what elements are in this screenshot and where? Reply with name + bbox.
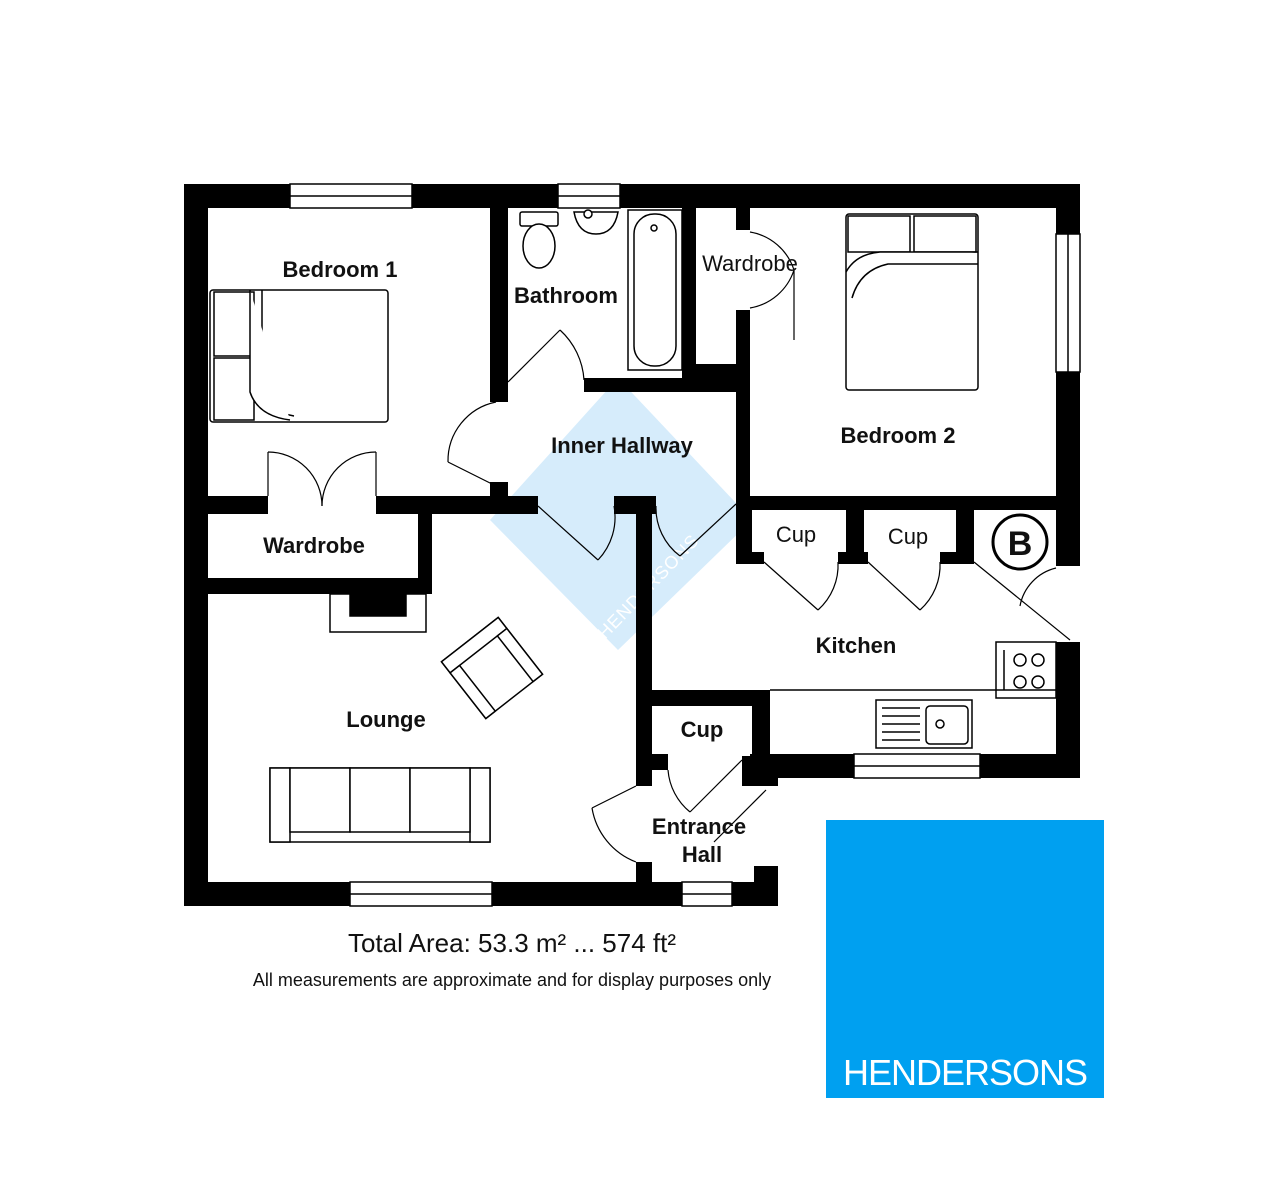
brand-name: HENDERSONS (842, 1052, 1088, 1093)
label-wardrobe-bedroom-1: Wardrobe (263, 533, 365, 558)
label-bedroom-1: Bedroom 1 (283, 257, 398, 282)
label-bathroom: Bathroom (514, 283, 618, 308)
boiler-badge: B (991, 513, 1049, 571)
disclaimer: All measurements are approximate and for… (252, 970, 772, 990)
hob (995, 641, 1057, 699)
label-kitchen: Kitchen (816, 633, 897, 658)
label-lounge: Lounge (346, 707, 425, 732)
brand-logo: HENDERSONS (826, 820, 1104, 1098)
sink (875, 699, 973, 749)
label-kitchen-cup-1: Cup (776, 522, 816, 547)
toilet (519, 211, 559, 269)
sofa (269, 767, 491, 843)
label-inner-hallway: Inner Hallway (551, 433, 694, 458)
label-entrance-hall-line2: Hall (682, 842, 722, 867)
doors (267, 231, 1071, 863)
bath (627, 209, 683, 371)
label-hall-cup: Cup (681, 717, 724, 742)
label-bedroom-2: Bedroom 2 (841, 423, 956, 448)
label-entrance-hall-line1: Entrance (652, 814, 746, 839)
armchair (440, 616, 544, 720)
windows (289, 183, 1081, 907)
room-labels: Bedroom 1 Bathroom Wardrobe Bedroom 2 In… (263, 251, 955, 867)
fireplace (329, 593, 427, 633)
boiler-label: B (1008, 525, 1033, 563)
bed-2 (845, 213, 979, 391)
bed-1 (209, 289, 389, 423)
label-kitchen-cup-2: Cup (888, 524, 928, 549)
label-wardrobe-bedroom-2: Wardrobe (702, 251, 798, 276)
furniture (209, 209, 1057, 843)
total-area: Total Area: 53.3 m² ... 574 ft² (347, 928, 677, 958)
basin (573, 209, 619, 235)
